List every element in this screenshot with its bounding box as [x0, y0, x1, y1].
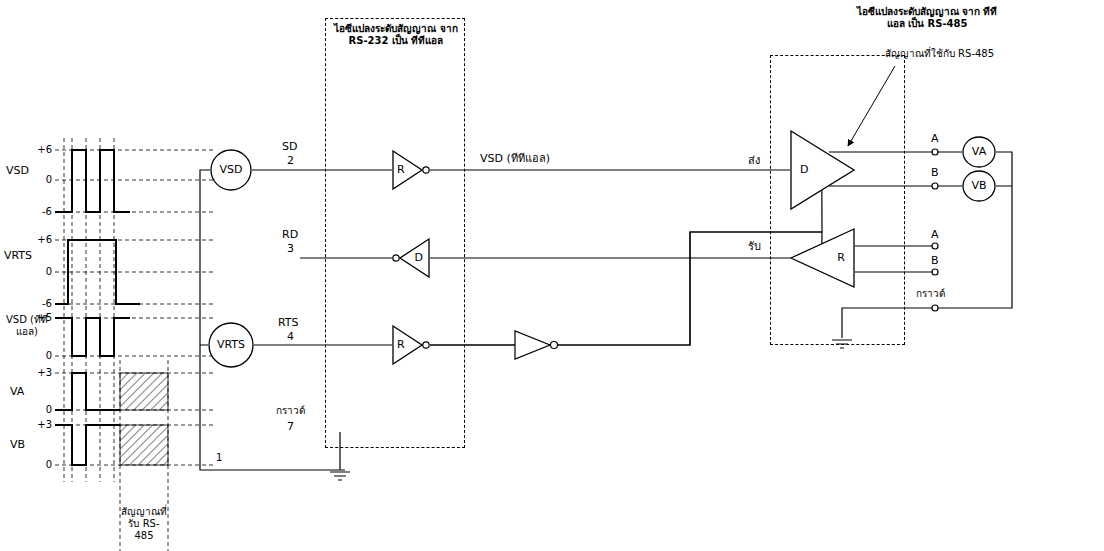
pin-name: SD — [282, 140, 297, 153]
region-note: สัญญาณที่ รับ RS-485 — [121, 506, 167, 542]
signal-wire — [430, 169, 790, 170]
receiver-buffer: R — [392, 325, 430, 365]
timing-grid — [55, 138, 215, 551]
terminal-name: B — [931, 166, 939, 179]
leader-arrow — [848, 66, 895, 146]
meter-circle: VB — [962, 170, 996, 202]
level-value: +3 — [32, 419, 52, 431]
signal-name: VSD — [6, 164, 29, 177]
meter-circle: VSD — [210, 149, 252, 191]
level-value: 0 — [32, 404, 52, 416]
inverter-symbol — [515, 331, 558, 359]
outline — [790, 228, 855, 288]
signal-wire — [829, 185, 962, 186]
signal-wire — [252, 169, 392, 170]
level-value: +5 — [32, 312, 52, 324]
signal-name: VRTS — [4, 249, 32, 262]
direction-label: ส่ง — [748, 154, 760, 167]
level-value: -6 — [32, 298, 52, 310]
symbol-label: VRTS — [217, 338, 245, 351]
outline — [392, 238, 430, 278]
level-value: 0 — [32, 459, 52, 471]
callout-note: สัญญาณที่ใช้กับ RS-485 — [872, 48, 1007, 60]
level-value: -6 — [32, 206, 52, 218]
signal-name: VA — [10, 385, 24, 398]
wires — [200, 152, 1012, 480]
symbol-label: D — [415, 251, 423, 264]
pin-number: 3 — [287, 242, 294, 255]
waveforms — [55, 150, 140, 465]
outline — [790, 130, 855, 210]
symbol-label: VB — [971, 179, 986, 192]
symbol-label: R — [397, 163, 405, 176]
signal-name: VB — [10, 438, 25, 451]
hatched-region — [120, 373, 168, 465]
pin-number: 2 — [287, 154, 294, 167]
pin-name: RD — [282, 228, 298, 241]
signal-wire — [430, 232, 822, 345]
symbol-label: D — [800, 163, 808, 176]
pin-name: กราวด์ — [276, 405, 305, 417]
terminal-name: A — [931, 132, 939, 145]
figure-number: 1 — [216, 452, 222, 464]
symbol-label: R — [837, 251, 845, 264]
terminal-name: A — [931, 228, 939, 241]
pin-number: 7 — [287, 420, 294, 433]
receiver-buffer: R — [790, 228, 855, 288]
symbol-label: R — [397, 338, 405, 351]
symbol-label: VSD — [220, 163, 243, 176]
driver-buffer: D — [392, 238, 430, 278]
level-value: 0 — [32, 266, 52, 278]
terminals — [932, 149, 938, 311]
terminal-name: B — [931, 254, 939, 267]
signal-wire — [254, 344, 392, 345]
pin-number: 4 — [287, 330, 294, 343]
receiver-buffer: R — [392, 150, 430, 190]
meter-circle: VRTS — [208, 322, 254, 368]
level-value: 0 — [32, 174, 52, 186]
block-heading: ไอซีแปลงระดับสัญญาณ จาก ทีทีแอล เป็น RS-… — [851, 6, 1003, 30]
terminal-name: กราวด์ — [916, 288, 945, 300]
signal-wire — [829, 151, 962, 152]
signal-wire — [430, 190, 822, 345]
ic-block: ไอซีแปลงระดับสัญญาณ จาก RS-232 เป็น ทีที… — [325, 18, 465, 448]
driver-buffer: D — [790, 130, 855, 210]
meter-circle: VA — [962, 136, 996, 168]
pin-name: RTS — [278, 316, 299, 329]
level-value: 0 — [32, 350, 52, 362]
level-value: +6 — [32, 144, 52, 156]
signal-wire — [430, 257, 790, 258]
block-heading: ไอซีแปลงระดับสัญญาณ จาก RS-232 เป็น ทีที… — [334, 23, 458, 47]
symbol-label: VA — [972, 145, 986, 158]
level-value: +3 — [32, 367, 52, 379]
ic-block: ไอซีแปลงระดับสัญญาณ จาก ทีทีแอล เป็น RS-… — [770, 55, 905, 345]
level-value: +6 — [32, 234, 52, 246]
direction-label: รับ — [748, 240, 761, 253]
wire-label: VSD (ทีทีแอล) — [478, 152, 552, 165]
